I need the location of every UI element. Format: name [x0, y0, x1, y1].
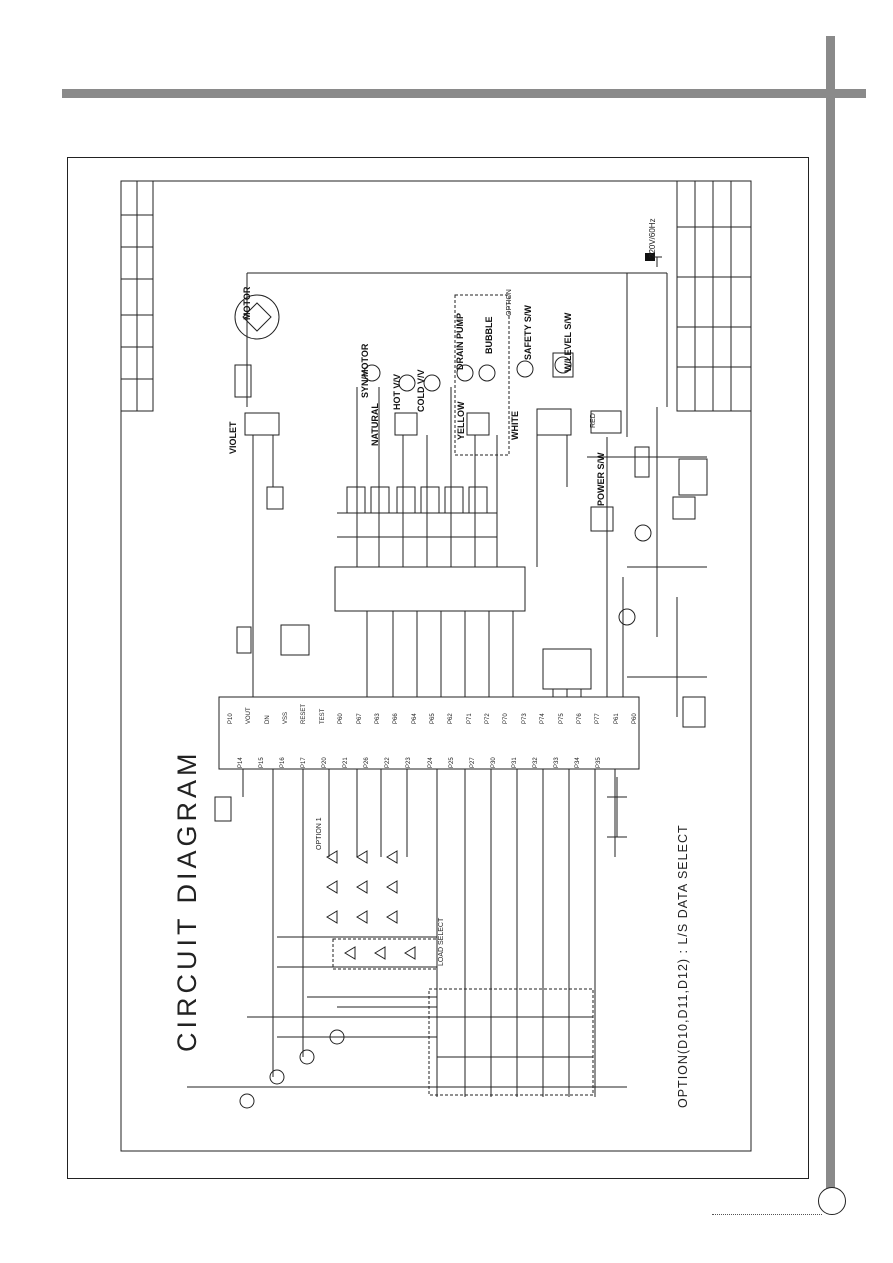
- mcu-top-pin-label: P61: [613, 713, 620, 724]
- mcu-bottom-pin-label: P27: [469, 757, 476, 768]
- option-1-label: OPTION 1: [316, 817, 323, 850]
- mcu-block: [218, 696, 640, 770]
- mcu-bottom-pin-label: P25: [448, 757, 455, 768]
- ic-small-3: [678, 458, 708, 496]
- load-select-label: LOAD SELECT: [438, 917, 445, 966]
- motor-symbol: [234, 294, 280, 340]
- load-select-box: [332, 938, 438, 970]
- syn-motor-label: SYN/MOTOR: [360, 343, 370, 398]
- mcu-bottom-pin-label: P22: [385, 757, 392, 768]
- mcu-top-pin-label: P64: [411, 713, 418, 724]
- ic-small-1: [542, 648, 592, 690]
- mcu-top-pin-label: P71: [466, 713, 473, 724]
- mcu-top-pin-label: P74: [540, 713, 547, 724]
- cold-valve-label: COLD V/V: [416, 369, 426, 412]
- mcu-top-pin-label: P70: [503, 713, 510, 724]
- red-label: RED: [590, 413, 597, 428]
- page-title: CIRCUIT DIAGRAM: [172, 749, 202, 1052]
- option-note: OPTION(D10,D11,D12) : L/S DATA SELECT: [676, 824, 690, 1108]
- mcu-bottom-pin-label: P33: [553, 757, 560, 768]
- mcu-bottom-pin-label: P31: [511, 757, 518, 768]
- hot-valve-label: HOT V/V: [392, 373, 402, 410]
- bubble-label: BUBBLE: [484, 316, 494, 355]
- triac-row: [337, 486, 497, 538]
- mcu-top-pin-label: VSS: [283, 711, 290, 724]
- supply-connector: [645, 253, 655, 261]
- mcu-top-pin-label: P73: [521, 713, 528, 724]
- mcu-bottom-pin-label: P14: [238, 757, 244, 768]
- mcu-bottom-pin-label: P16: [280, 757, 287, 768]
- switch-matrix-box: [428, 988, 594, 1096]
- safety-switch-label: SAFETY S/W: [523, 305, 533, 360]
- mcu-top-pin-label: P62: [448, 713, 455, 724]
- mcu-bottom-pin-label: P23: [406, 757, 413, 768]
- mcu-top-pin-label: P63: [374, 713, 381, 724]
- mcu-bottom-pin-label: P32: [532, 757, 539, 768]
- mcu-top-pin-label: DN: [264, 715, 271, 724]
- mcu-top-pin-label: RESET: [301, 703, 308, 724]
- power-switch-label: POWER S/W: [596, 452, 606, 507]
- revision-table: [120, 180, 154, 412]
- water-level-switch-label: W/LEVEL S/W: [563, 312, 573, 372]
- mcu-bottom-pin-label: P21: [343, 757, 350, 768]
- mcu-bottom-pin-label: P35: [596, 757, 602, 768]
- mcu-top-pin-label: VOUT: [246, 707, 253, 724]
- drain-pump-label: DRAIN PUMP: [455, 312, 465, 370]
- side-rule: [826, 36, 835, 1188]
- page-number-circle: [818, 1187, 846, 1215]
- option-diode-matrix: [277, 850, 437, 968]
- pump-option-box: [454, 294, 510, 456]
- title-block: [676, 180, 752, 412]
- mcu-top-pin-label: TEST: [319, 708, 326, 724]
- ic-small-2: [280, 624, 310, 656]
- mcu-top-pin-label: P60: [338, 713, 345, 724]
- white-label: WHITE: [510, 411, 520, 440]
- mcu-bottom-pin-label: P24: [427, 757, 434, 768]
- mcu-top-pin-label: P67: [356, 713, 363, 724]
- circuit-schematic: [120, 180, 752, 1152]
- mcu-top-pin-label: P10: [228, 713, 234, 724]
- mcu-bottom-pin-label: P20: [322, 757, 329, 768]
- natural-label: NATURAL: [370, 403, 380, 446]
- driver-ic: [334, 566, 526, 612]
- supply-label: 220V/60Hz: [648, 218, 657, 258]
- mcu-top-pin-label: P76: [576, 713, 583, 724]
- mcu-bottom-pin-label: P34: [574, 757, 581, 768]
- header-rule: [62, 89, 866, 98]
- motor-label: MOTOR: [242, 286, 252, 320]
- yellow-label: YELLOW: [456, 401, 466, 441]
- page-number-leader: [712, 1214, 822, 1215]
- mcu-top-pin-label: P60: [632, 713, 638, 724]
- mcu-top-pin-label: P77: [595, 713, 602, 724]
- diagram-frame: [67, 157, 809, 1179]
- mcu-bottom-pin-label: P15: [259, 757, 266, 768]
- mcu-top-pin-label: P66: [393, 713, 400, 724]
- key-switch-matrix: [239, 996, 593, 1109]
- mcu-top-pin-label: P75: [558, 713, 565, 724]
- mcu-bottom-pin-label: P26: [364, 757, 371, 768]
- mcu-bottom-pin-label: P17: [301, 757, 308, 768]
- schematic-border: [120, 180, 752, 1152]
- violet-label: VIOLET: [228, 421, 238, 454]
- mcu-top-pin-label: P72: [485, 713, 492, 724]
- mcu-top-pin-label: P65: [430, 713, 436, 724]
- mcu-bottom-pin-label: P30: [490, 757, 497, 768]
- option-label: OPTION: [506, 289, 513, 316]
